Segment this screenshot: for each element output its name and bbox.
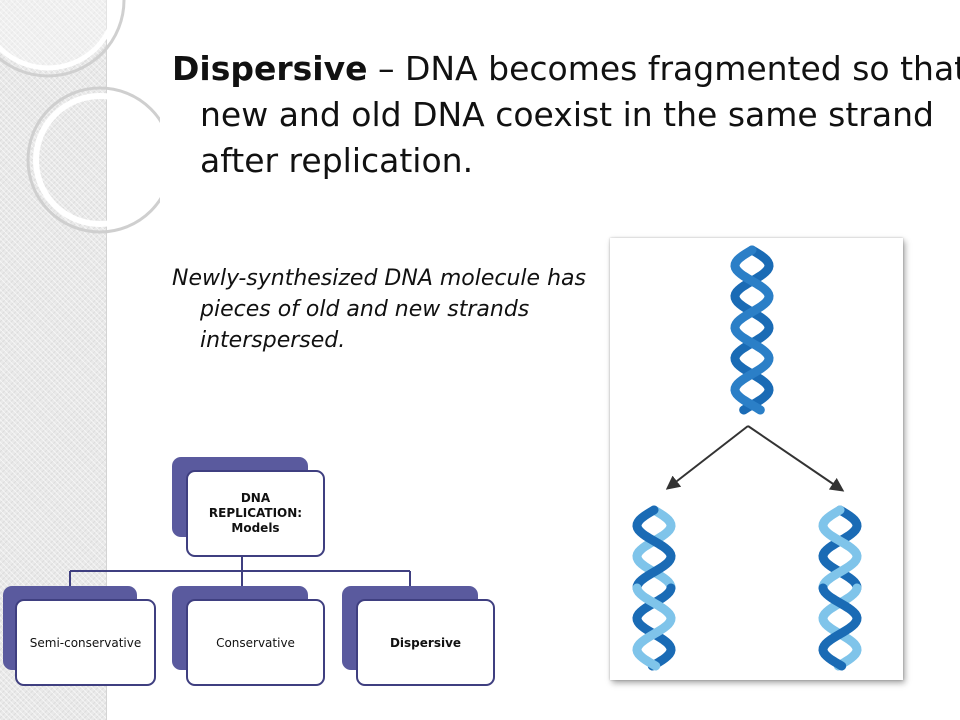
heading-term: Dispersive [172, 49, 368, 88]
arrow-left [665, 425, 749, 490]
decorative-circles [0, 0, 160, 234]
slide-subtext: Newly-synthesized DNA molecule has piece… [172, 266, 586, 353]
diagram-child-dispersive: Dispersive [356, 599, 495, 686]
diagram-child-semi-conservative: Semi-conservative [15, 599, 156, 686]
diagram-child-conservative: Conservative [186, 599, 325, 686]
dna-helix-image [632, 245, 862, 671]
arrow-right [747, 425, 845, 492]
diagram-child-label: Semi-conservative [29, 635, 142, 650]
diagram-child-label: Conservative [216, 635, 295, 650]
diagram-root-node: DNA REPLICATION: Models [186, 470, 325, 557]
heading-definition: – DNA becomes fragmented so that new and… [200, 49, 960, 180]
daughter-dna-helix-left [632, 505, 676, 671]
diagram-root-label: DNA REPLICATION: Models [208, 491, 303, 535]
parent-dna-helix [730, 245, 774, 415]
slide-heading: Dispersive – DNA becomes fragmented so t… [172, 46, 960, 184]
diagram-child-label: Dispersive [389, 635, 462, 650]
dna-replication-illustration [610, 238, 903, 680]
daughter-dna-helix-right [818, 505, 862, 671]
